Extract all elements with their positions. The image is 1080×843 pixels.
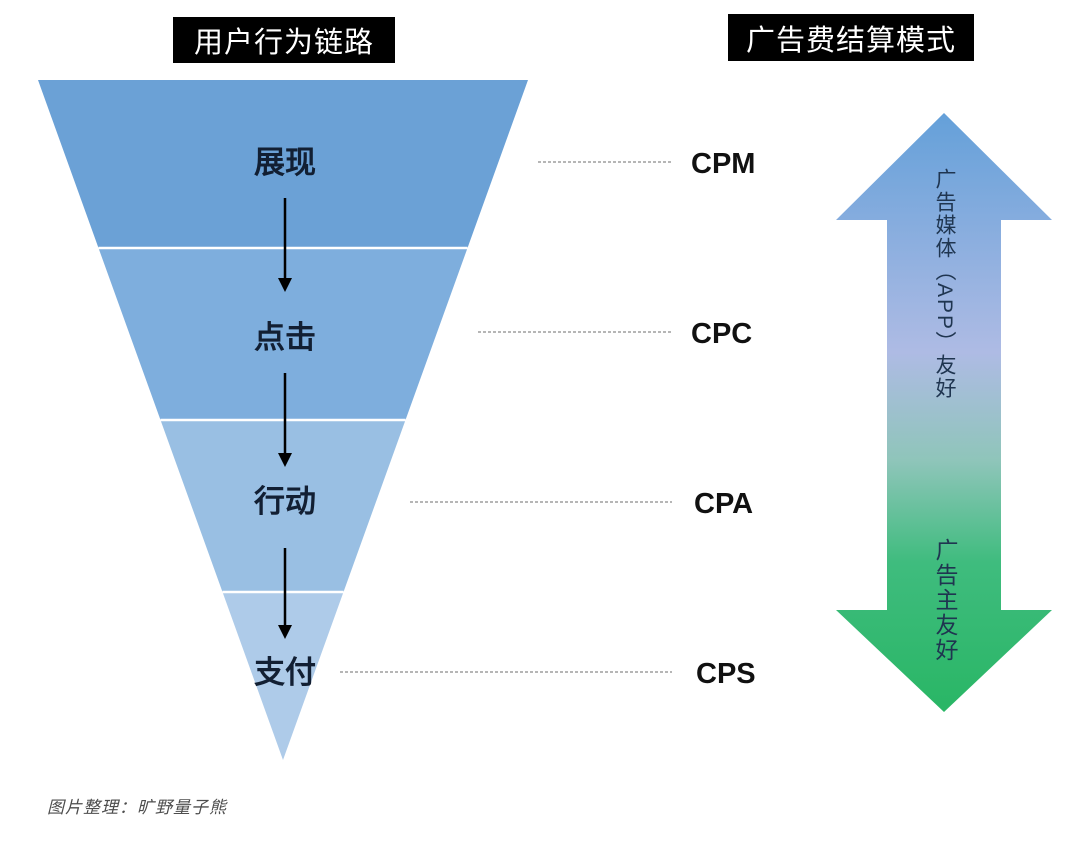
stage-label-action: 行动 <box>254 484 316 519</box>
arrow-top-label: 广告媒体（APP）友好 <box>933 168 956 401</box>
down-arrow-icon-1 <box>278 198 292 292</box>
down-arrow-icon-3 <box>278 548 292 639</box>
credit-text: 图片整理：旷野量子熊 <box>47 798 227 817</box>
arrow-bottom-label: 广告主友好 <box>932 538 958 663</box>
right-title-badge: 广告费结算模式 <box>728 14 974 61</box>
double-arrow-icon <box>836 113 1052 712</box>
stage-label-impression: 展现 <box>254 145 316 180</box>
right-title-text: 广告费结算模式 <box>745 24 956 57</box>
model-label-cpa: CPA <box>694 488 754 520</box>
funnel-band-action <box>160 420 406 592</box>
model-label-cps: CPS <box>696 658 756 690</box>
left-title-text: 用户行为链路 <box>193 27 374 59</box>
stage-label-payment: 支付 <box>254 655 316 690</box>
funnel-band-impression <box>38 80 528 248</box>
model-label-cpc: CPC <box>691 318 753 350</box>
left-title-badge: 用户行为链路 <box>173 17 395 63</box>
funnel-band-payment <box>222 592 344 760</box>
stage-label-click: 点击 <box>254 320 316 355</box>
down-arrow-icon-2 <box>278 373 292 467</box>
funnel-band-click <box>98 248 468 420</box>
model-label-cpm: CPM <box>691 148 756 180</box>
